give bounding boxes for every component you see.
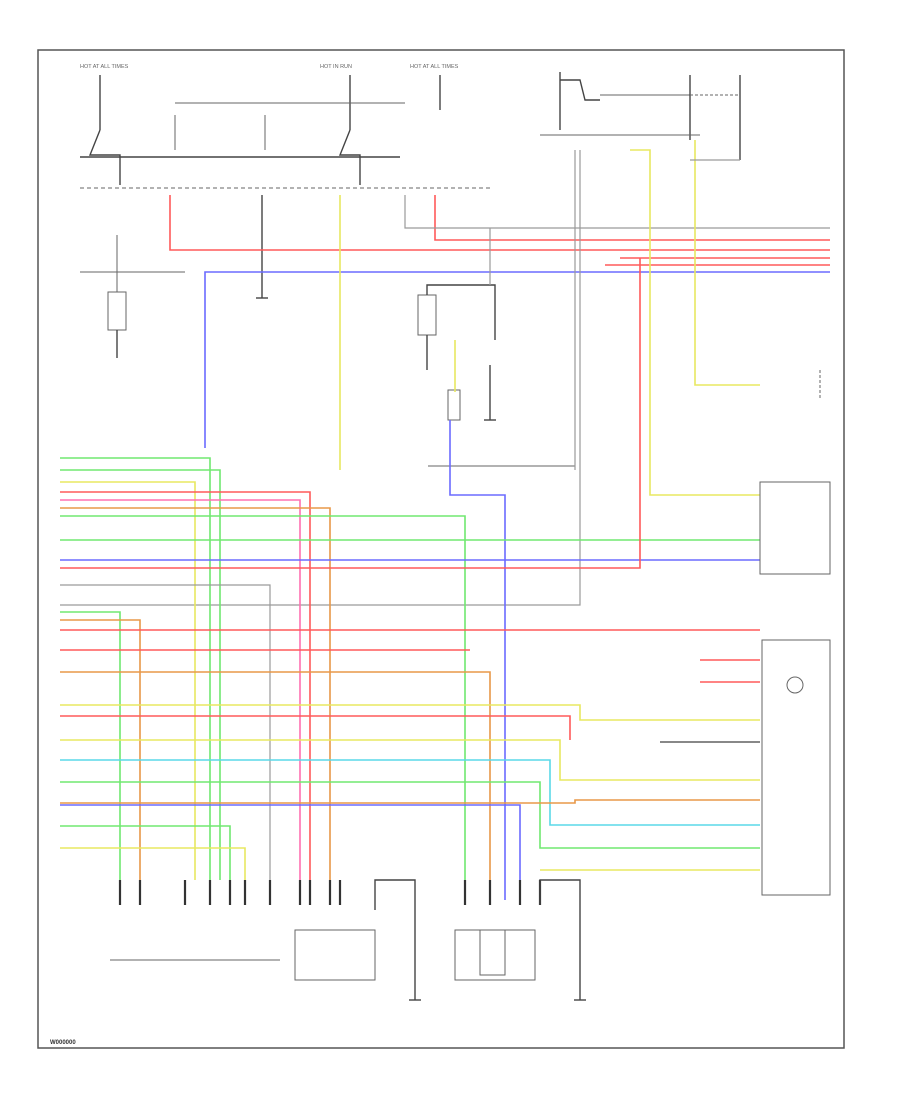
fuse-label-2: HOT IN RUN [320, 64, 352, 70]
right-modules [759, 370, 831, 896]
footer-code: W000000 [50, 1040, 76, 1046]
upper-trunk-wires [60, 140, 830, 900]
lower-harness-wires [60, 258, 760, 880]
fuse-label-3: HOT AT ALL TIMES [410, 64, 459, 70]
bottom-connectors [110, 879, 581, 981]
ground-symbols [256, 195, 586, 1001]
fuse-block: HOT AT ALL TIMES HOT IN RUN HOT AT ALL T… [80, 64, 741, 189]
diagram-border [37, 49, 845, 1049]
ac-compressor [80, 235, 185, 358]
center-relays [417, 284, 575, 467]
fuse-label-1: HOT AT ALL TIMES [80, 64, 129, 70]
